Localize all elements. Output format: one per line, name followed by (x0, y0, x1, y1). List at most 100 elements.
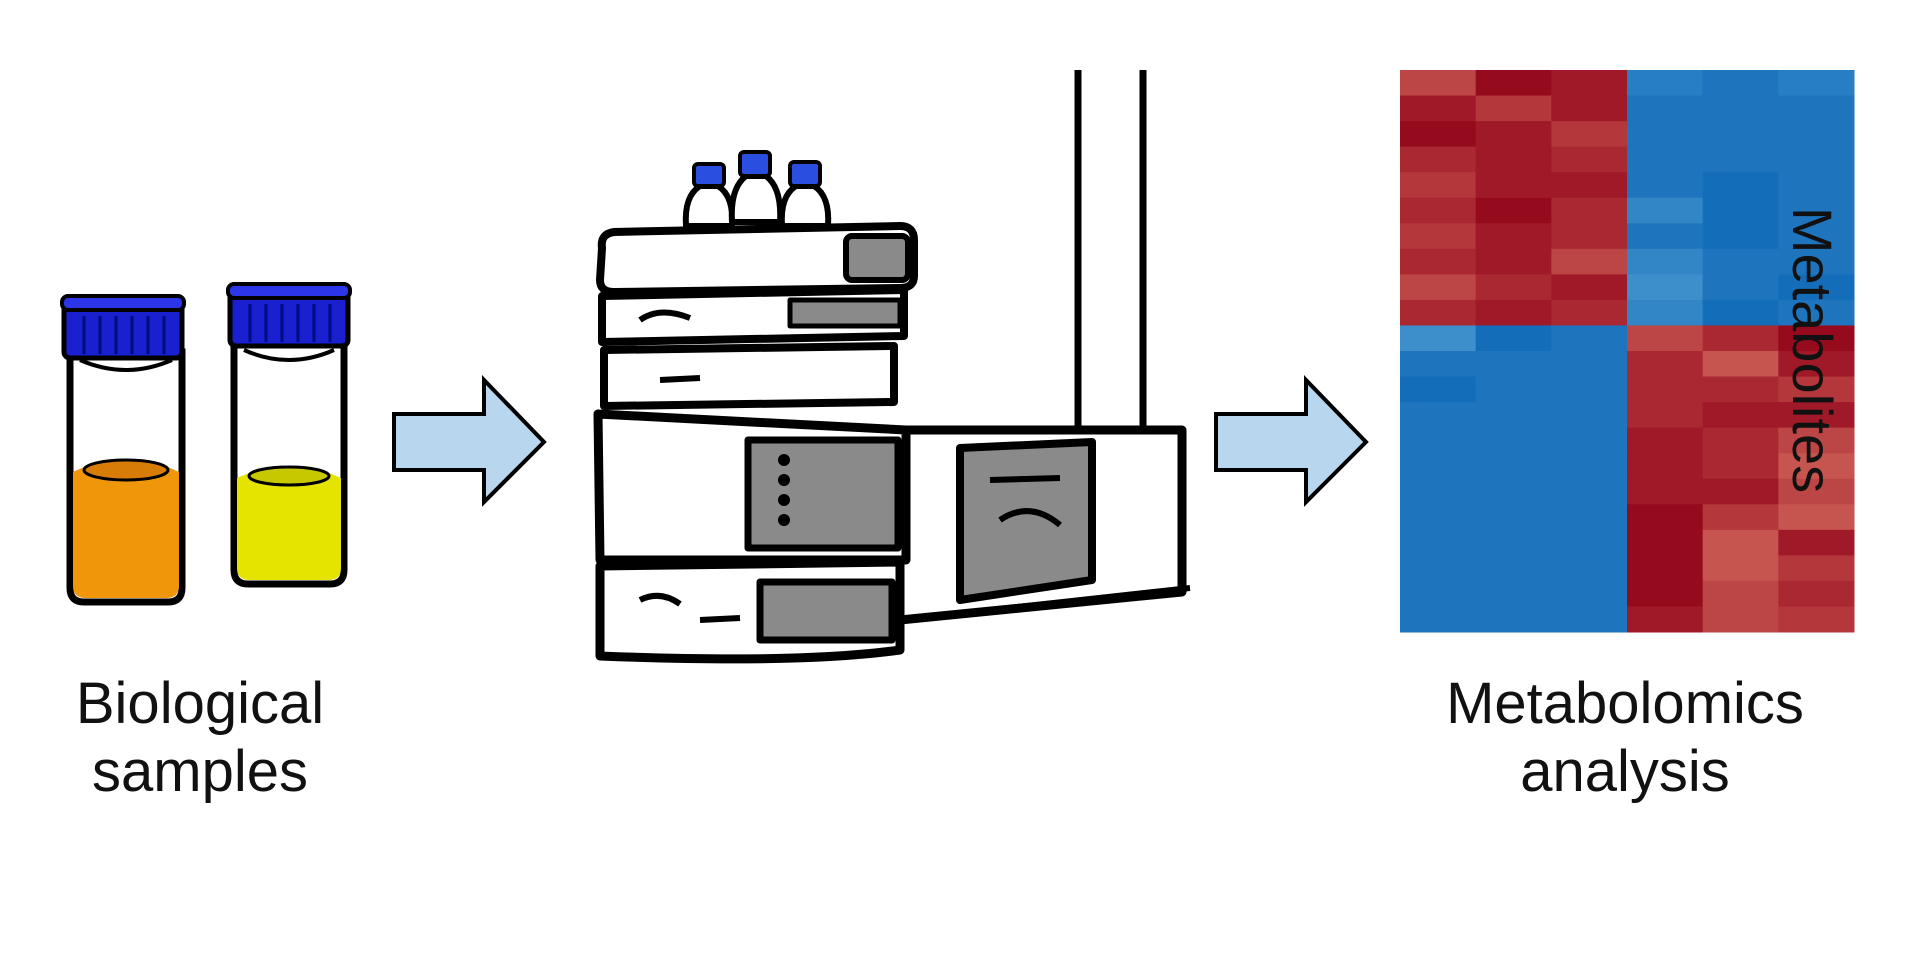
heatmap-cell (1475, 555, 1552, 582)
panel-gray-b (756, 578, 896, 644)
heatmap-cell (1400, 197, 1477, 224)
heatmap-cell (1778, 121, 1855, 148)
heatmap-cell (1475, 223, 1552, 250)
heatmap-cell (1551, 478, 1628, 505)
heatmap-cell (1627, 351, 1704, 378)
heatmap-cell (1400, 70, 1477, 97)
heatmap-cell (1400, 478, 1477, 505)
heatmap-cell (1627, 402, 1704, 429)
heatmap-cell (1778, 197, 1855, 224)
heatmap-cell (1627, 376, 1704, 403)
heatmap-cell (1551, 529, 1628, 556)
heatmap-cell (1400, 248, 1477, 275)
heatmap-cell (1627, 606, 1704, 633)
heatmap-y-axis-label: Metabolites (1781, 206, 1844, 494)
heatmap-cell (1551, 580, 1628, 607)
heatmap-cell (1627, 325, 1704, 352)
heatmap-cell (1551, 504, 1628, 531)
heatmap-cell (1778, 325, 1855, 352)
heatmap-cell (1702, 70, 1779, 97)
heatmap-cell (1778, 478, 1855, 505)
heatmap-cell (1475, 351, 1552, 378)
heatmap-cell (1778, 248, 1855, 275)
ms-side-panel (956, 438, 1096, 604)
biological-samples-label: Biological samples (75, 671, 325, 804)
heatmap-cell (1702, 478, 1779, 505)
heatmap-cell (1702, 402, 1779, 429)
heatmap-cell (1551, 402, 1628, 429)
heatmap-cell (1551, 555, 1628, 582)
heatmap-cell (1400, 351, 1477, 378)
heatmap-cell (1702, 146, 1779, 173)
heatmap-cell (1551, 197, 1628, 224)
heatmap-cell (1475, 274, 1552, 301)
hplc-module-1 (596, 222, 918, 296)
heatmap-cell (1400, 95, 1477, 122)
heatmap-cell (1551, 274, 1628, 301)
heatmap-cell (1475, 248, 1552, 275)
heatmap-cell (1778, 223, 1855, 250)
heatmap-cell (1400, 402, 1477, 429)
heatmap-cell (1400, 121, 1477, 148)
heatmap-cell (1551, 427, 1628, 454)
heatmap-cell (1702, 555, 1779, 582)
sample-vial-yellow-icon (226, 282, 352, 588)
metabolomics-analysis-label: Metabolomics analysis (1446, 671, 1804, 804)
heatmap-cell (1702, 223, 1779, 250)
heatmap-cell (1778, 580, 1855, 607)
heatmap-cell (1702, 325, 1779, 352)
heatmap-cell (1475, 325, 1552, 352)
heatmap-cell (1475, 402, 1552, 429)
heatmap-cell (1551, 146, 1628, 173)
heatmap-cell (1778, 95, 1855, 122)
heatmap-cell (1627, 580, 1704, 607)
heatmap-cell (1475, 478, 1552, 505)
heatmap-cell (1400, 427, 1477, 454)
heatmap-cell (1702, 274, 1779, 301)
lc-ms-instrument-icon (593, 70, 1191, 664)
heatmap-cell (1400, 453, 1477, 480)
heatmap-cell (1702, 351, 1779, 378)
heatmap-cell (1551, 223, 1628, 250)
heatmap-cell (1627, 223, 1704, 250)
heatmap-cell (1702, 376, 1779, 403)
heatmap-cell (1627, 504, 1704, 531)
heatmap-cell (1627, 299, 1704, 326)
vial-cap-top (226, 282, 352, 300)
panel-gray-a (744, 436, 902, 552)
heatmap-cell (1551, 172, 1628, 199)
heatmap-cell (1702, 299, 1779, 326)
heatmap-cell (1627, 427, 1704, 454)
heatmap-cell (1551, 606, 1628, 633)
heatmap-cell (1400, 325, 1477, 352)
heatmap-cell (1400, 223, 1477, 250)
sample-vial-orange-icon (60, 294, 186, 606)
heatmap-cell (1475, 70, 1552, 97)
heatmap-cell (1627, 95, 1704, 122)
liquid-meniscus (82, 458, 170, 482)
heatmap-cell (1702, 529, 1779, 556)
vial-neck-rim (79, 358, 173, 372)
heatmap-cell (1475, 146, 1552, 173)
heatmap-cell (1475, 529, 1552, 556)
heatmap-cell (1702, 504, 1779, 531)
heatmap-cell (1551, 325, 1628, 352)
heatmap-cell (1702, 453, 1779, 480)
right-arrow-icon (1214, 375, 1369, 507)
heatmap-cell (1778, 146, 1855, 173)
heatmap-cell (1400, 146, 1477, 173)
heatmap-cell (1702, 427, 1779, 454)
heatmap-cell (1627, 555, 1704, 582)
heatmap-cell (1551, 376, 1628, 403)
heatmap-cell (1778, 555, 1855, 582)
ms-side-detail (989, 475, 1062, 528)
heatmap-cell (1702, 95, 1779, 122)
heatmap-cell (1627, 70, 1704, 97)
heatmap-cell (1475, 95, 1552, 122)
heatmap-cell (1400, 299, 1477, 326)
heatmap-cell (1627, 453, 1704, 480)
heatmap-cell (1475, 197, 1552, 224)
heatmap-cell (1778, 351, 1855, 378)
heatmap-cell (1627, 197, 1704, 224)
